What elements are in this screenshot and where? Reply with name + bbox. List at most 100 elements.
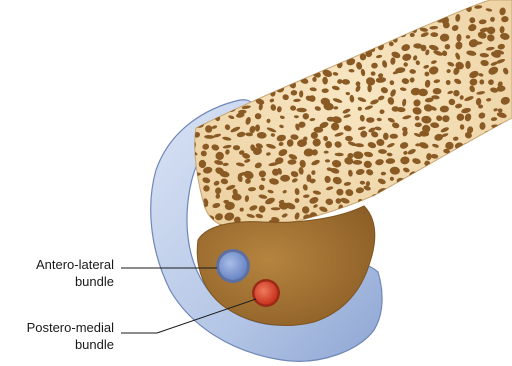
trabecular-pore (222, 86, 229, 92)
trabecular-pore (190, 195, 200, 200)
trabecular-pore (196, 215, 202, 220)
trabecular-pore (451, 223, 461, 228)
trabecular-pore (410, 194, 418, 200)
trabecular-pore (242, 39, 253, 49)
postero-medial-bundle-label: Postero-medial bundle (27, 319, 114, 353)
trabecular-pore (393, 25, 399, 32)
trabecular-pore (243, 90, 251, 93)
trabecular-pore (221, 23, 232, 31)
trabecular-pore (432, 190, 437, 195)
trabecular-pore (324, 14, 331, 19)
trabecular-pore (455, 186, 465, 194)
trabecular-pore (260, 4, 265, 12)
trabecular-pore (290, 44, 295, 49)
trabecular-pore (358, 107, 362, 111)
trabecular-pore (469, 221, 478, 228)
trabecular-pore (393, 189, 401, 195)
trabecular-pore (380, 34, 390, 43)
postero-medial-label-line1: Postero-medial (27, 319, 114, 336)
trabecular-pore (212, 54, 218, 58)
trabecular-pore (466, 180, 476, 186)
trabecular-pore (207, 41, 213, 49)
trabecular-pore (258, 72, 264, 78)
trabecular-pore (298, 31, 305, 38)
trabecular-pore (442, 115, 449, 122)
trabecular-pore (217, 24, 224, 30)
trabecular-pore (486, 159, 495, 166)
trabecular-pore (294, 22, 301, 30)
trabecular-pore (258, 26, 266, 32)
trabecular-pore (475, 152, 486, 160)
trabecular-pore (456, 177, 467, 186)
trabecular-pore (465, 204, 476, 214)
trabecular-pore (277, 17, 286, 23)
trabecular-pore (439, 5, 450, 15)
trabecular-pore (428, 206, 438, 212)
trabecular-pore (499, 159, 506, 164)
antero-lateral-label-line2: bundle (36, 273, 114, 290)
trabecular-pore (458, 195, 466, 202)
trabecular-pore (266, 8, 273, 13)
trabecular-pore (478, 105, 483, 109)
trabecular-pore (249, 14, 258, 22)
trabecular-pore (295, 18, 300, 23)
trabecular-pore (258, 15, 270, 24)
trabecular-pore (407, 8, 418, 16)
trabecular-pore (386, 195, 396, 203)
trabecular-pore (310, 17, 317, 22)
trabecular-pore (309, 4, 316, 11)
trabecular-pore (236, 88, 248, 98)
trabecular-pore (193, 100, 201, 106)
trabecular-pore (413, 213, 418, 220)
trabecular-pore (403, 7, 413, 13)
trabecular-pore (198, 67, 208, 76)
trabecular-pore (294, 48, 302, 55)
trabecular-pore (434, 178, 442, 184)
trabecular-pore (247, 66, 257, 73)
trabecular-pore (439, 177, 450, 184)
trabecular-pore (455, 4, 462, 11)
trabecular-pore (327, 6, 334, 12)
trabecular-pore (312, 25, 317, 32)
trabecular-pore (379, 224, 388, 232)
trabecular-pore (227, 63, 233, 67)
trabecular-pore (453, 215, 462, 224)
trabecular-pore (356, 40, 368, 50)
trabecular-pore (481, 142, 486, 148)
trabecular-pore (202, 59, 213, 68)
trabecular-pore (390, 134, 398, 139)
trabecular-pore (244, 23, 253, 31)
trabecular-pore (412, 187, 422, 195)
trabecular-pore (204, 24, 215, 32)
trabecular-pore (280, 70, 288, 78)
trabecular-pore (304, 57, 314, 67)
trabecular-pore (433, 166, 442, 174)
trabecular-pore (256, 44, 261, 49)
trabecular-pore (294, 6, 300, 13)
trabecular-pore (446, 221, 457, 230)
trabecular-pore (439, 161, 449, 167)
trabecular-pore (225, 95, 233, 101)
trabecular-pore (314, 54, 320, 61)
trabecular-pore (346, 43, 357, 52)
trabecular-pore (221, 35, 230, 42)
trabecular-pore (209, 99, 217, 102)
trabecular-pore (310, 56, 321, 66)
trabecular-pore (365, 24, 371, 30)
trabecular-pore (186, 78, 196, 82)
trabecular-pore (424, 169, 429, 174)
trabecular-pore (501, 139, 511, 146)
trabecular-pore (475, 190, 481, 195)
trabecular-pore (188, 72, 196, 78)
trabecular-pore (234, 17, 244, 25)
trabecular-pore (299, 41, 309, 50)
trabecular-pore (283, 59, 290, 65)
trabecular-pore (369, 204, 378, 212)
trabecular-pore (279, 30, 288, 38)
trabecular-pore (204, 53, 210, 58)
trabecular-pore (387, 204, 393, 209)
trabecular-pore (379, 214, 386, 218)
trabecular-pore (279, 5, 285, 14)
trabecular-pore (201, 31, 209, 38)
trabecular-pore (432, 10, 438, 15)
